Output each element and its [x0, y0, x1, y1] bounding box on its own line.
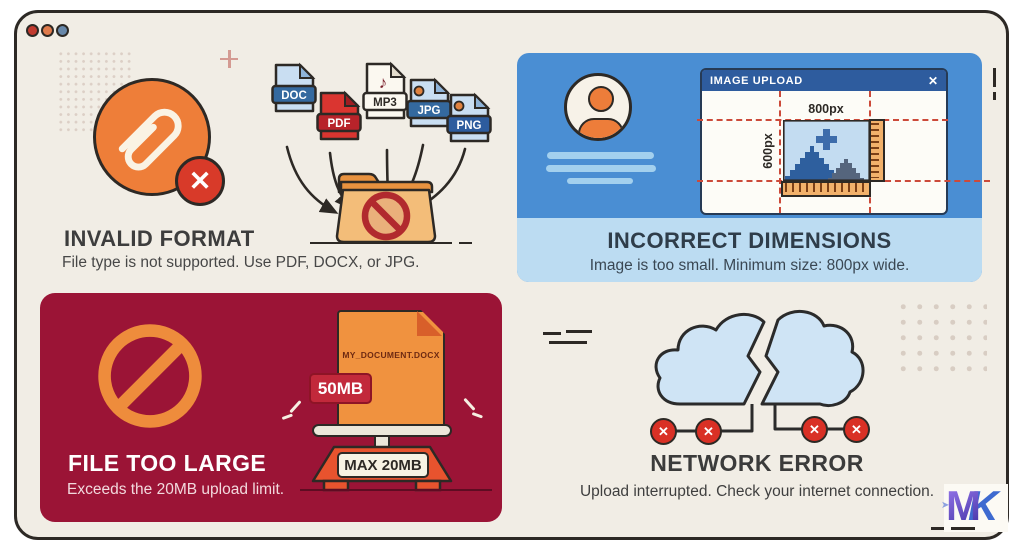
blocked-folder [335, 172, 437, 244]
file-type-label: PNG [457, 120, 482, 132]
dialog-title: IMAGE UPLOAD [710, 74, 803, 87]
dash-decoration [931, 527, 944, 530]
file-icon-jpg: JPG [406, 77, 452, 128]
crop-guide-vertical [779, 91, 781, 213]
music-note-icon: ♪ [379, 73, 388, 92]
file-icon-png: PNG [446, 92, 492, 143]
scale-baseline [300, 489, 492, 491]
connection-error-badge: ✕ [695, 418, 722, 445]
file-too-large-subtitle: Exceeds the 20MB upload limit. [67, 481, 285, 498]
height-label: 600px [761, 133, 775, 169]
horizontal-ruler [781, 181, 871, 197]
placeholder-text-line [547, 152, 654, 159]
prohibition-icon-small [361, 191, 411, 241]
file-icon-doc: DOC [271, 62, 317, 113]
folder-baseline-dash [459, 242, 472, 244]
window-control-minimize[interactable] [41, 24, 54, 37]
scale-platform [312, 424, 452, 437]
file-type-label: PDF [328, 118, 351, 130]
x-icon: ✕ [809, 421, 820, 437]
vertical-ruler [869, 119, 885, 182]
invalid-format-title: INVALID FORMAT [64, 226, 255, 251]
pixel-plus-icon [816, 129, 837, 150]
incorrect-dimensions-caption-strip [517, 218, 982, 282]
error-x-badge: ✕ [175, 156, 225, 206]
placeholder-text-line [546, 165, 656, 172]
logo-letter-m: M [946, 482, 981, 529]
document-filename: MY_DOCUMENT.DOCX [342, 350, 440, 360]
x-icon: ✕ [851, 421, 862, 437]
logo-arrow-icon: ➤ [941, 500, 949, 511]
file-too-large-title: FILE TOO LARGE [68, 450, 267, 476]
dash-decoration [993, 68, 996, 87]
file-icon-mp3: ♪ MP3 [362, 61, 408, 120]
connection-error-badge: ✕ [843, 416, 870, 443]
avatar-body [578, 118, 624, 138]
file-type-label: JPG [417, 105, 440, 117]
dash-decoration [993, 92, 996, 100]
max-weight-plate: MAX 20MB [337, 452, 429, 478]
file-icon-pdf: PDF [316, 90, 362, 141]
file-size-badge: 50MB [309, 373, 372, 404]
x-icon: ✕ [703, 423, 714, 439]
dash-decoration [951, 527, 975, 530]
broken-cloud-icon [654, 310, 865, 433]
paperclip-icon [118, 108, 182, 171]
connection-error-badge: ✕ [801, 416, 828, 443]
connection-error-badge: ✕ [650, 418, 677, 445]
image-thumbnail [783, 120, 870, 181]
invalid-format-subtitle: File type is not supported. Use PDF, DOC… [62, 254, 420, 271]
x-icon: ✕ [658, 423, 669, 439]
logo-letter-k: K [968, 482, 999, 529]
plus-decoration [228, 50, 231, 68]
dialog-title-bar: IMAGE UPLOAD ✕ [702, 70, 946, 91]
file-type-label: MP3 [373, 97, 397, 109]
network-error-subtitle: Upload interrupted. Check your internet … [579, 483, 935, 500]
oversized-document: MY_DOCUMENT.DOCX [337, 310, 445, 432]
width-label: 800px [808, 102, 844, 116]
close-icon[interactable]: ✕ [927, 73, 938, 88]
window-control-close[interactable] [26, 24, 39, 37]
x-icon: ✕ [188, 165, 212, 196]
file-type-label: DOC [281, 90, 307, 102]
window-control-maximize[interactable] [56, 24, 69, 37]
dot-grid-decoration [895, 299, 987, 373]
dash-decoration [543, 332, 561, 335]
avatar [564, 73, 632, 141]
dash-decoration [566, 330, 592, 333]
prohibition-icon-large [98, 324, 202, 428]
incorrect-dimensions-subtitle: Image is too small. Minimum size: 800px … [589, 257, 910, 274]
dash-decoration [549, 341, 587, 344]
incorrect-dimensions-title: INCORRECT DIMENSIONS [607, 228, 892, 253]
mk-logo: ➤ K M [941, 482, 1008, 532]
placeholder-text-line [567, 178, 633, 184]
avatar-head [588, 86, 614, 112]
network-error-title: NETWORK ERROR [650, 450, 864, 476]
